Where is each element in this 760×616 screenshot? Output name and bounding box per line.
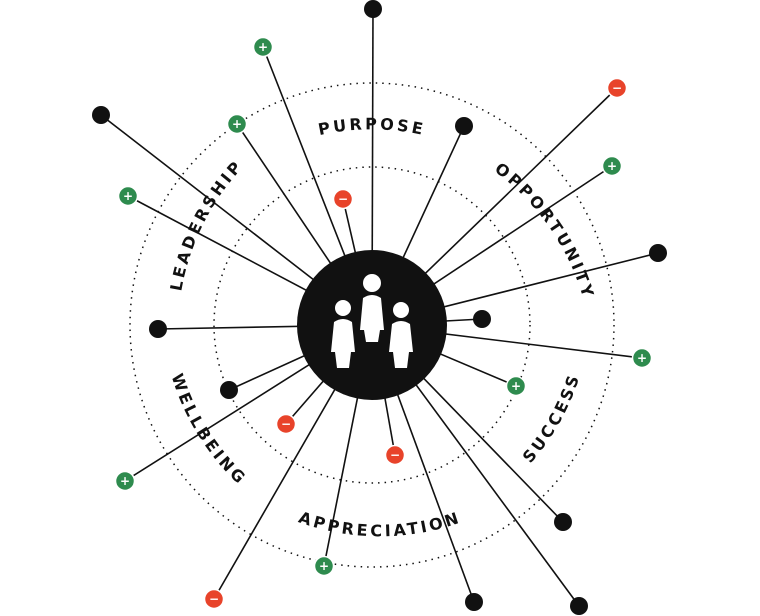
minus-icon: − — [384, 444, 406, 466]
minus-icon: − — [606, 77, 628, 99]
inner-ring — [213, 166, 531, 484]
plus-sign: + — [120, 474, 130, 488]
node-dot — [473, 310, 491, 328]
node-dot — [465, 593, 483, 611]
plus-sign: + — [511, 379, 521, 393]
label-success: SUCCESS — [519, 370, 584, 466]
plus-icon: + — [114, 470, 136, 492]
node-dot — [149, 320, 167, 338]
node-dot — [649, 244, 667, 262]
minus-sign: − — [338, 192, 348, 206]
minus-sign: − — [281, 417, 291, 431]
minus-icon: − — [275, 413, 297, 435]
plus-sign: + — [123, 189, 133, 203]
outer-ring — [129, 82, 615, 568]
plus-sign: + — [258, 40, 268, 54]
node-dot — [570, 597, 588, 615]
plus-icon: + — [252, 36, 274, 58]
plus-icon: + — [226, 113, 248, 135]
node-dot — [554, 513, 572, 531]
label-appreciation: APPRECIATION — [296, 508, 463, 541]
node-dot — [455, 117, 473, 135]
node-dot — [220, 381, 238, 399]
center-hub — [297, 250, 447, 400]
plus-icon: + — [505, 375, 527, 397]
plus-icon: + — [601, 155, 623, 177]
plus-icon: + — [631, 347, 653, 369]
plus-sign: + — [319, 559, 329, 573]
plus-sign: + — [637, 351, 647, 365]
label-opportunity: OPPORTUNITY — [491, 159, 598, 302]
node-dot — [364, 0, 382, 18]
minus-icon: − — [203, 588, 225, 610]
minus-sign: − — [390, 448, 400, 462]
label-leadership: LEADERSHIP — [166, 156, 247, 293]
minus-sign: − — [612, 81, 622, 95]
minus-sign: − — [209, 592, 219, 606]
minus-icon: − — [332, 188, 354, 210]
plus-sign: + — [232, 117, 242, 131]
node-dot — [92, 106, 110, 124]
people-group-icon — [331, 274, 413, 368]
label-wellbeing: WELLBEING — [168, 371, 251, 489]
plus-icon: + — [313, 555, 335, 577]
plus-sign: + — [607, 159, 617, 173]
plus-icon: + — [117, 185, 139, 207]
